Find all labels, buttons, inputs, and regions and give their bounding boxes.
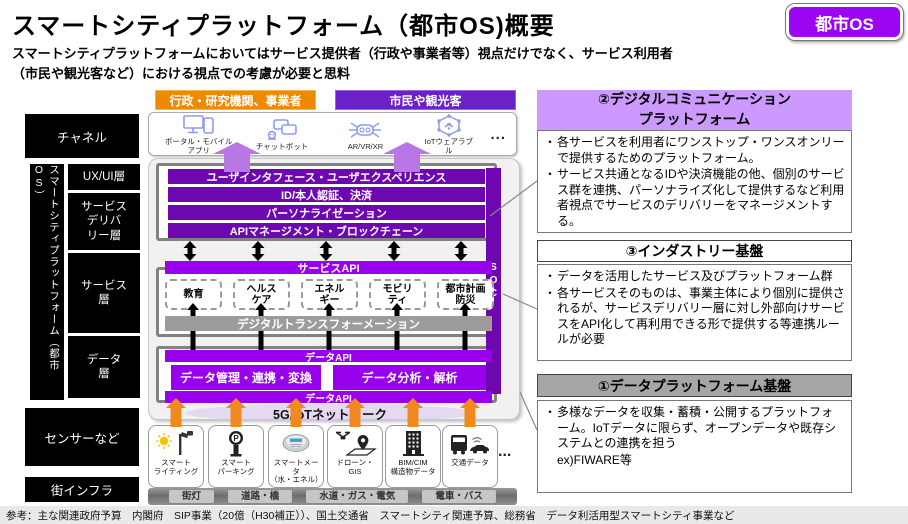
page-subtitle: スマートシティプラットフォームにおいてはサービス提供者（行政や事業者等）視点だけ… [12, 46, 673, 81]
portal-mobile-icon [182, 115, 214, 134]
providers-header: 行政・研究機関、事業者 [155, 90, 316, 110]
smart-parking-icon: P [229, 431, 243, 457]
smart-lighting-icon [156, 431, 193, 455]
data-management-box: データ管理・連携・変換 [171, 365, 321, 390]
chatbot-icon [267, 118, 297, 140]
channel-label: ポータル・モバイル アプリ [164, 137, 233, 155]
ar-vr-xr-icon [349, 121, 382, 138]
page-title: スマートシティプラットフォーム（都市OS)概要 [12, 13, 555, 40]
sensor-smart-meter: スマートメータ （水・エネル） [268, 425, 324, 488]
sensor-label: BIM/CIM 構造物データ [390, 458, 436, 476]
service-education: 教育 [165, 279, 222, 310]
service-energy: エネル ギー [301, 279, 358, 310]
channel-iot-wearable: IoTウェアラブ ル [407, 114, 490, 155]
sidebar-platform-vertical-label: スマートシティプラットフォーム（都市OS） [30, 164, 64, 400]
channel-ellipsis: ... [490, 126, 507, 143]
service-urban-planning-disaster: 都市計画 防災 [437, 279, 494, 310]
panel3-bullet: 各サービスそのものは、事業主体により個別に提供されるが、サービスデリバリー層に対… [544, 286, 845, 348]
sensor-label: 交通データ [451, 458, 489, 467]
channel-ar-vr-xr: AR/VR/XR [324, 119, 407, 151]
ux-bar-id-auth-payment: ID/本人認証、決済 [168, 187, 485, 202]
channel-chatbot: チャットボット [240, 118, 323, 151]
panel2-body: 各サービスを利用者にワンストップ・ワンスオンリーで提供するためのプラットフォーム… [537, 130, 852, 233]
panel1-bullet: 多様なデータを収集・蓄積・公開するプラットフォーム。IoTデータに限らず、オープ… [544, 405, 845, 452]
panel2-header-digital-communication: ②デジタルコミュニケーション プラットフォーム [537, 90, 852, 130]
panel3-header-industry: ③インダストリー基盤 [537, 240, 852, 262]
sensor-ellipsis: ... [498, 443, 512, 460]
service-mobility: モビリ ティ [369, 279, 426, 310]
sidebar-channel-label: チャネル [25, 114, 139, 158]
footer-reference-note: 参考：主な関連政府予算 内閣府 SIP事業（20億（H30補正））、国土交通省 … [0, 506, 908, 524]
sidebar-layer-uxui: UX/UI層 [68, 164, 140, 190]
panel2-bullet: 各サービスを利用者にワンストップ・ワンスオンリーで提供するためのプラットフォーム… [544, 135, 845, 166]
toshi-os-badge: 都市OS [786, 4, 903, 40]
infra-water-gas-electric: 水道・ガス・電気 [306, 490, 409, 503]
sensor-bim-cim: BIM/CIM 構造物データ [385, 425, 441, 488]
network-5g-iot-label: 5G/IoTネットワーク [185, 404, 475, 422]
channel-row: ポータル・モバイル アプリ チャットボット AR/VR/XR IoTウ [148, 112, 517, 156]
svg-text:P: P [233, 434, 239, 443]
channel-portal-mobile: ポータル・モバイル アプリ [157, 114, 240, 155]
ux-bar-api-blockchain: APIマネージメント・ブロックチェーン [168, 223, 485, 238]
sidebar-layer-data: データ 層 [68, 336, 140, 398]
sensor-smart-parking: P スマート パーキング [208, 425, 264, 488]
sensor-smart-lighting: スマート ライティング [148, 425, 204, 488]
drone-gis-icon [336, 431, 377, 456]
data-analysis-box: データ分析・解析 [333, 365, 486, 390]
panel1-header-data-platform: ①データプラットフォーム基盤 [537, 374, 852, 397]
ux-bar-personalization: パーソナライゼーション [168, 205, 485, 220]
uxui-service-delivery-box: ユーザインタフェース・ユーザエクスペリエンス ID/本人認証、決済 パーソナライ… [156, 163, 497, 241]
sensor-drone-gis: ドローン・ GIS [327, 425, 383, 488]
channel-label: チャットボット [255, 141, 309, 151]
channel-label: IoTウェアラブ ル [424, 137, 473, 155]
smart-meter-icon [282, 434, 310, 452]
sidebar-layer-service: サービス 層 [68, 253, 140, 333]
panel1-note-fiware: ex)FIWARE等 [557, 452, 632, 467]
panel1-body: 多様なデータを収集・蓄積・公開するプラットフォーム。IoTデータに限らず、オープ… [537, 400, 852, 493]
data-api-bar-bottom: データAPI [165, 391, 492, 405]
panel2-bullet: サービス共通となるIDや決済機能の他、個別のサービス群を連携、パーソナライズ化し… [544, 167, 845, 229]
sidebar-infra-label: 街インフラ [25, 477, 139, 502]
sensor-traffic-data: 交通データ [442, 425, 498, 488]
bim-cim-icon [403, 431, 424, 456]
panel3-bullet: データを活用したサービス及びプラットフォーム群 [544, 269, 845, 285]
iot-wearable-icon [437, 114, 461, 137]
sensor-label: スマート パーキング [217, 458, 255, 476]
infra-roads-bridges: 道路・橋 [228, 490, 293, 503]
sensor-label: ドローン・ GIS [336, 458, 374, 476]
panel3-body: データを活用したサービス及びプラットフォーム群 各サービスそのものは、事業主体に… [537, 264, 852, 361]
ux-bar-ui-ux: ユーザインタフェース・ユーザエクスペリエンス [168, 169, 485, 184]
infra-train-bus: 電車・バス [422, 490, 496, 503]
traffic-data-icon [451, 435, 489, 455]
service-api-bar: サービスAPI [165, 261, 492, 275]
service-healthcare: ヘルス ケア [233, 279, 290, 310]
infra-streetlights: 街灯 [169, 490, 215, 503]
users-header: 市民や観光客 [335, 90, 516, 110]
sensor-label: スマートメータ （水・エネル） [270, 458, 323, 485]
street-infra-bar: 街灯 道路・橋 水道・ガス・電気 電車・バス [148, 488, 517, 505]
data-api-bar-top: データAPI [165, 350, 492, 364]
channel-label: AR/VR/XR [347, 141, 384, 151]
digital-transformation-bar: デジタルトランスフォーメーション [165, 316, 492, 331]
sensor-label: スマート ライティング [153, 458, 199, 476]
sidebar-layer-service-delivery: サービス デリバ リー層 [68, 193, 140, 250]
soc-vertical-bar: SOC [486, 168, 501, 394]
sidebar-sensors-label: センサーなど [25, 408, 139, 466]
